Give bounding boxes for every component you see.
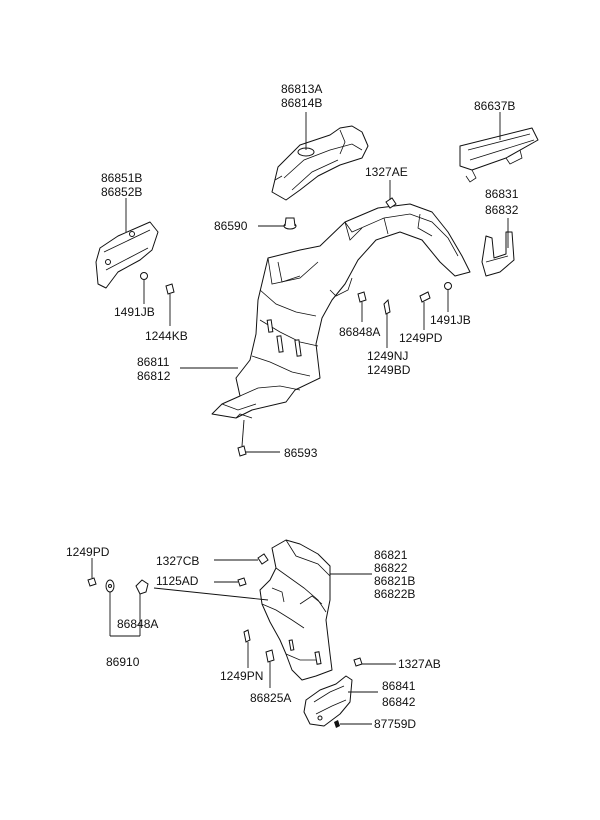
label-86822b: 86822B bbox=[374, 587, 415, 601]
label-1327ae: 1327AE bbox=[365, 165, 408, 179]
inner-fender-86821-part bbox=[259, 539, 333, 681]
cover-86851b-part bbox=[95, 221, 159, 289]
leader-lines-bottom bbox=[91, 558, 396, 725]
label-86821: 86821 bbox=[374, 548, 408, 562]
label-86812: 86812 bbox=[137, 369, 171, 383]
label-86821b: 86821B bbox=[374, 574, 415, 588]
bracket-86831-part bbox=[481, 231, 515, 277]
label-1491jb-right: 1491JB bbox=[430, 313, 471, 327]
grommet-86590-part bbox=[283, 217, 297, 230]
label-1327ab: 1327AB bbox=[398, 657, 441, 671]
label-1249pd-top: 1249PD bbox=[399, 331, 443, 345]
label-1491jb-left: 1491JB bbox=[114, 305, 155, 319]
label-86910: 86910 bbox=[106, 655, 140, 669]
label-86852b: 86852B bbox=[101, 185, 142, 199]
label-1249nj: 1249NJ bbox=[367, 349, 408, 363]
label-86851b: 86851B bbox=[101, 171, 142, 185]
bracket-86813a-part bbox=[271, 125, 369, 201]
hardware-top bbox=[140, 197, 452, 457]
mud-guard-86841-part bbox=[303, 675, 353, 727]
label-86813a: 86813A bbox=[281, 82, 322, 96]
label-1249pd-bottom: 1249PD bbox=[66, 545, 110, 559]
label-86593: 86593 bbox=[284, 446, 318, 460]
leader-lines-top bbox=[125, 112, 509, 453]
label-1327cb: 1327CB bbox=[156, 554, 199, 568]
label-86841: 86841 bbox=[382, 679, 416, 693]
label-86814b: 86814B bbox=[281, 96, 322, 110]
label-86831: 86831 bbox=[485, 187, 519, 201]
part-labels: 86813A 86814B 86637B 86851B 86852B 1327A… bbox=[66, 82, 519, 731]
label-86590: 86590 bbox=[214, 219, 248, 233]
label-1249pn: 1249PN bbox=[220, 669, 263, 683]
guard-86637b-part bbox=[459, 127, 539, 183]
label-86825a: 86825A bbox=[250, 691, 291, 705]
label-86811: 86811 bbox=[137, 355, 170, 369]
label-86832: 86832 bbox=[485, 203, 519, 217]
label-1249bd: 1249BD bbox=[367, 363, 411, 377]
hardware-bottom bbox=[87, 553, 363, 728]
label-1244kb: 1244KB bbox=[145, 329, 188, 343]
label-86848a-top: 86848A bbox=[339, 325, 380, 339]
inner-fender-86811-part bbox=[211, 203, 471, 419]
label-1125ad: 1125AD bbox=[156, 574, 199, 588]
label-87759d: 87759D bbox=[374, 717, 416, 731]
label-86822: 86822 bbox=[374, 561, 408, 575]
label-86637b: 86637B bbox=[474, 99, 515, 113]
label-86842: 86842 bbox=[382, 695, 416, 709]
label-86848a-bottom: 86848A bbox=[117, 617, 158, 631]
